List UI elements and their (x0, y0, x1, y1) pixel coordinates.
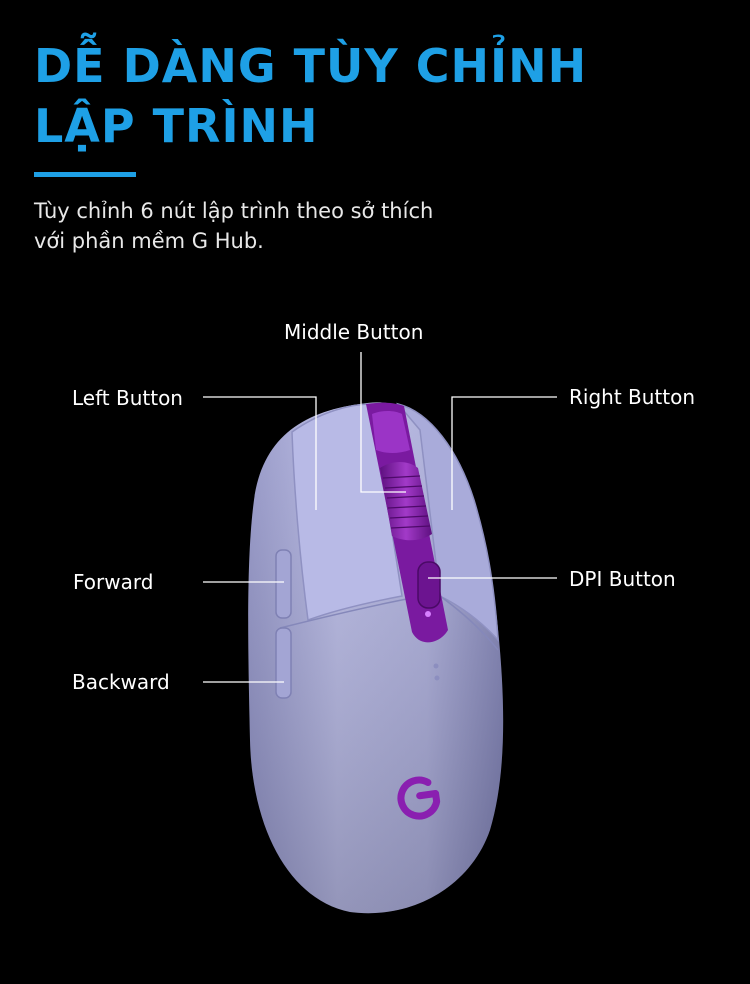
g-logo-icon (397, 776, 441, 820)
mouse-image (248, 402, 504, 914)
scroll-wheel (380, 462, 432, 541)
leader-left (203, 396, 317, 510)
dpi-button-shape (417, 561, 441, 609)
headline: DỄ DÀNG TÙY CHỈNH LẬP TRÌNH (34, 36, 734, 156)
headline-line-1: DỄ DÀNG TÙY CHỈNH (34, 39, 588, 93)
leader-right (451, 396, 557, 510)
left-button-shape (291, 403, 403, 622)
leader-lines (203, 352, 557, 683)
subtitle: Tùy chỉnh 6 nút lập trình theo sở thích … (34, 196, 554, 256)
callout-dpi-button: DPI Button (569, 567, 676, 591)
callout-right-button: Right Button (569, 385, 696, 409)
accent-bar (34, 172, 136, 177)
backward-button-shape (275, 627, 292, 699)
subtitle-line-1: Tùy chỉnh 6 nút lập trình theo sở thích (34, 199, 434, 223)
right-button-shape (395, 402, 499, 643)
subtitle-line-2: với phần mềm G Hub. (34, 229, 264, 253)
forward-button-shape (275, 549, 292, 619)
callout-middle-button: Middle Button (284, 320, 424, 344)
callout-backward: Backward (72, 670, 170, 694)
headline-line-2: LẬP TRÌNH (34, 99, 319, 153)
leader-middle (360, 352, 406, 493)
callout-forward: Forward (73, 570, 154, 594)
callout-left-button: Left Button (72, 386, 183, 410)
